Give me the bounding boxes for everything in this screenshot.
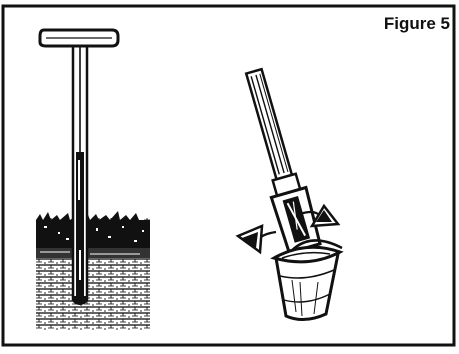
border-frame — [1, 4, 456, 347]
right-arrow — [299, 203, 341, 228]
tilted-probe — [244, 67, 322, 255]
probe-bucket-illustration — [235, 67, 344, 321]
bucket — [270, 239, 344, 321]
soil-block — [36, 211, 150, 330]
probe-shaft — [71, 42, 89, 305]
figure-label: Figure 5 — [383, 14, 450, 33]
soil-probe-illustration — [36, 28, 150, 330]
t-handle — [38, 28, 120, 48]
left-arrow — [235, 224, 277, 255]
